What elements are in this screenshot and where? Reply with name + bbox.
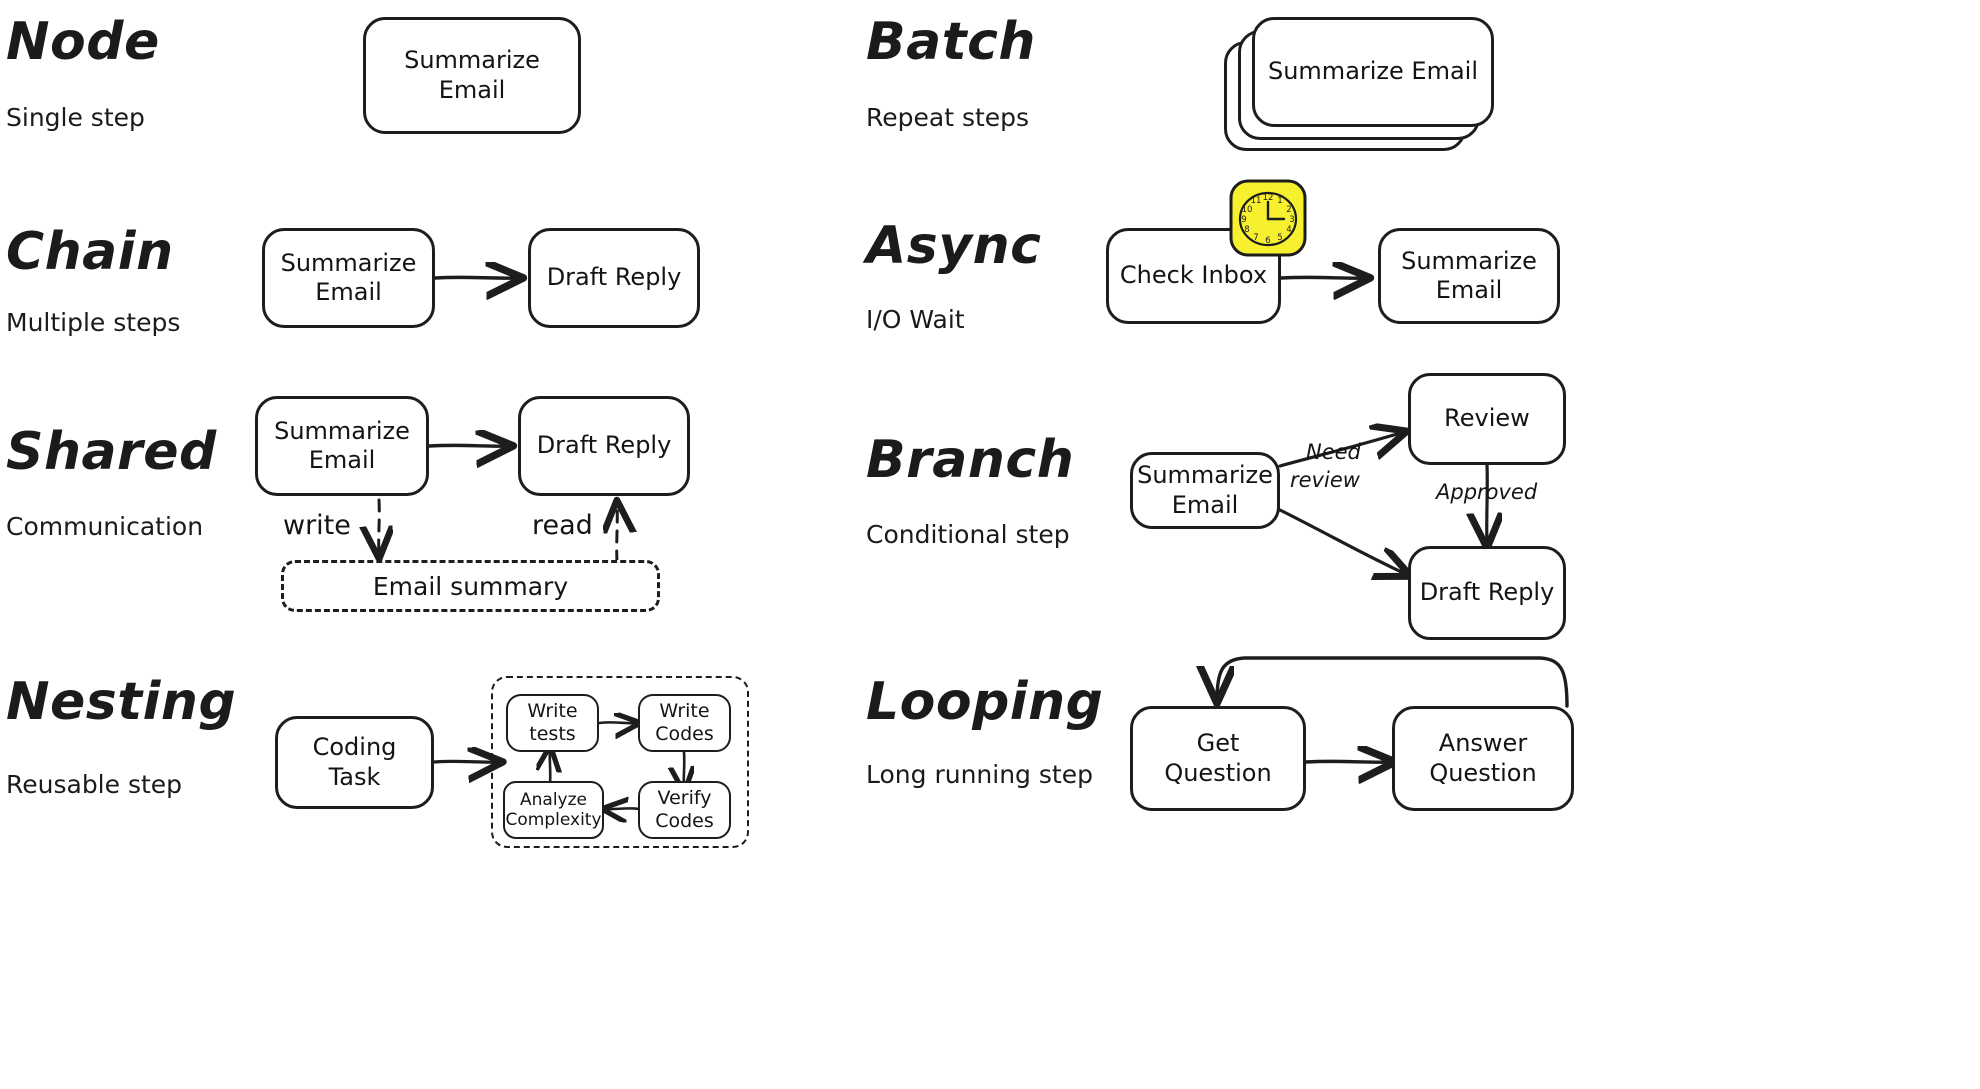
edge-shared-read (617, 503, 618, 564)
node-label: Draft Reply (536, 431, 672, 460)
node-branch-summarize-email[interactable]: Summarize Email (1130, 452, 1280, 529)
edge-label-branch-approved: Approved (1436, 480, 1538, 504)
node-label: Summarize Email (274, 416, 410, 474)
svg-text:5: 5 (1277, 233, 1282, 243)
node-nesting-write-codes[interactable]: Write Codes (638, 694, 731, 752)
node-label: Review (1444, 404, 1530, 433)
edge-label-write: write (283, 510, 351, 541)
edge-shared-write (379, 498, 380, 556)
node-batch-summarize-email[interactable]: Summarize Email (1252, 17, 1494, 127)
node-branch-review[interactable]: Review (1408, 373, 1566, 465)
node-nesting-coding-task[interactable]: Coding Task (275, 716, 434, 809)
edge-branch-direct (1278, 508, 1408, 575)
node-label: Answer Question (1429, 729, 1537, 787)
node-summarize-email[interactable]: Summarize Email (363, 17, 581, 134)
node-label: Get Question (1164, 729, 1272, 787)
node-shared-summarize-email[interactable]: Summarize Email (255, 396, 429, 496)
node-chain-summarize-email[interactable]: Summarize Email (262, 228, 435, 328)
edge-looping-fwd (1304, 761, 1392, 762)
section-title-batch: Batch (866, 12, 1036, 72)
svg-text:6: 6 (1265, 236, 1270, 246)
section-title-shared: Shared (6, 422, 217, 482)
node-async-check-inbox[interactable]: Check Inbox (1106, 228, 1281, 324)
node-label: Summarize Email (280, 248, 417, 306)
section-title-async: Async (866, 216, 1042, 276)
edge-async (1279, 277, 1367, 278)
edge-looping-back (1217, 656, 1569, 708)
svg-text:2: 2 (1286, 205, 1291, 215)
node-label: Write Codes (655, 700, 714, 745)
clock-icon: 12 1 2 3 4 5 6 7 8 9 10 11 (1228, 178, 1308, 262)
section-subtitle-looping: Long running step (866, 760, 1093, 789)
node-label: Verify Codes (655, 787, 714, 832)
node-shared-draft-reply[interactable]: Draft Reply (518, 396, 690, 496)
shared-store-email-summary[interactable]: Email summary (281, 560, 660, 612)
edge-branch-approved (1487, 463, 1488, 545)
node-looping-get-question[interactable]: Get Question (1130, 706, 1306, 811)
section-title-nesting: Nesting (6, 672, 237, 732)
node-nesting-verify-codes[interactable]: Verify Codes (638, 781, 731, 839)
edge-shared-main (427, 445, 510, 446)
node-nesting-write-tests[interactable]: Write tests (506, 694, 599, 752)
node-label: Analyze Complexity (505, 789, 602, 830)
section-title-chain: Chain (6, 222, 174, 282)
edge-label-branch-review: review (1290, 468, 1360, 492)
section-subtitle-branch: Conditional step (866, 520, 1070, 549)
section-subtitle-batch: Repeat steps (866, 103, 1030, 132)
section-subtitle-nesting: Reusable step (6, 770, 183, 799)
section-title-branch: Branch (866, 430, 1075, 490)
section-subtitle-node: Single step (6, 103, 145, 132)
svg-text:11: 11 (1251, 196, 1262, 206)
svg-text:1: 1 (1277, 196, 1282, 206)
edge-label-branch-need: Need (1306, 440, 1361, 464)
node-label: Draft Reply (1419, 578, 1555, 607)
svg-text:3: 3 (1289, 215, 1294, 225)
node-label: Coding Task (312, 733, 397, 791)
store-label: Email summary (372, 571, 569, 601)
edge-label-read: read (532, 510, 593, 541)
node-chain-draft-reply[interactable]: Draft Reply (528, 228, 700, 328)
node-branch-draft-reply[interactable]: Draft Reply (1408, 546, 1566, 640)
node-label: Summarize Email (1267, 57, 1479, 86)
node-label: Summarize Email (1401, 246, 1537, 304)
section-subtitle-shared: Communication (6, 512, 204, 541)
node-label: Write tests (527, 700, 578, 745)
node-label: Summarize Email (1137, 461, 1273, 519)
edge-chain (433, 277, 520, 278)
node-label: Summarize Email (404, 46, 540, 104)
node-async-summarize-email[interactable]: Summarize Email (1378, 228, 1560, 324)
section-title-node: Node (6, 12, 160, 72)
node-looping-answer-question[interactable]: Answer Question (1392, 706, 1574, 811)
node-label: Draft Reply (546, 263, 682, 292)
node-label: Check Inbox (1119, 261, 1268, 290)
svg-text:7: 7 (1253, 233, 1258, 243)
svg-text:12: 12 (1263, 193, 1274, 203)
section-subtitle-async: I/O Wait (866, 305, 965, 334)
node-nesting-analyze-complexity[interactable]: Analyze Complexity (503, 781, 604, 839)
svg-text:4: 4 (1286, 225, 1291, 235)
section-title-looping: Looping (866, 672, 1104, 732)
svg-text:9: 9 (1241, 215, 1246, 225)
svg-text:8: 8 (1244, 225, 1249, 235)
svg-text:10: 10 (1242, 205, 1253, 215)
section-subtitle-chain: Multiple steps (6, 308, 181, 337)
